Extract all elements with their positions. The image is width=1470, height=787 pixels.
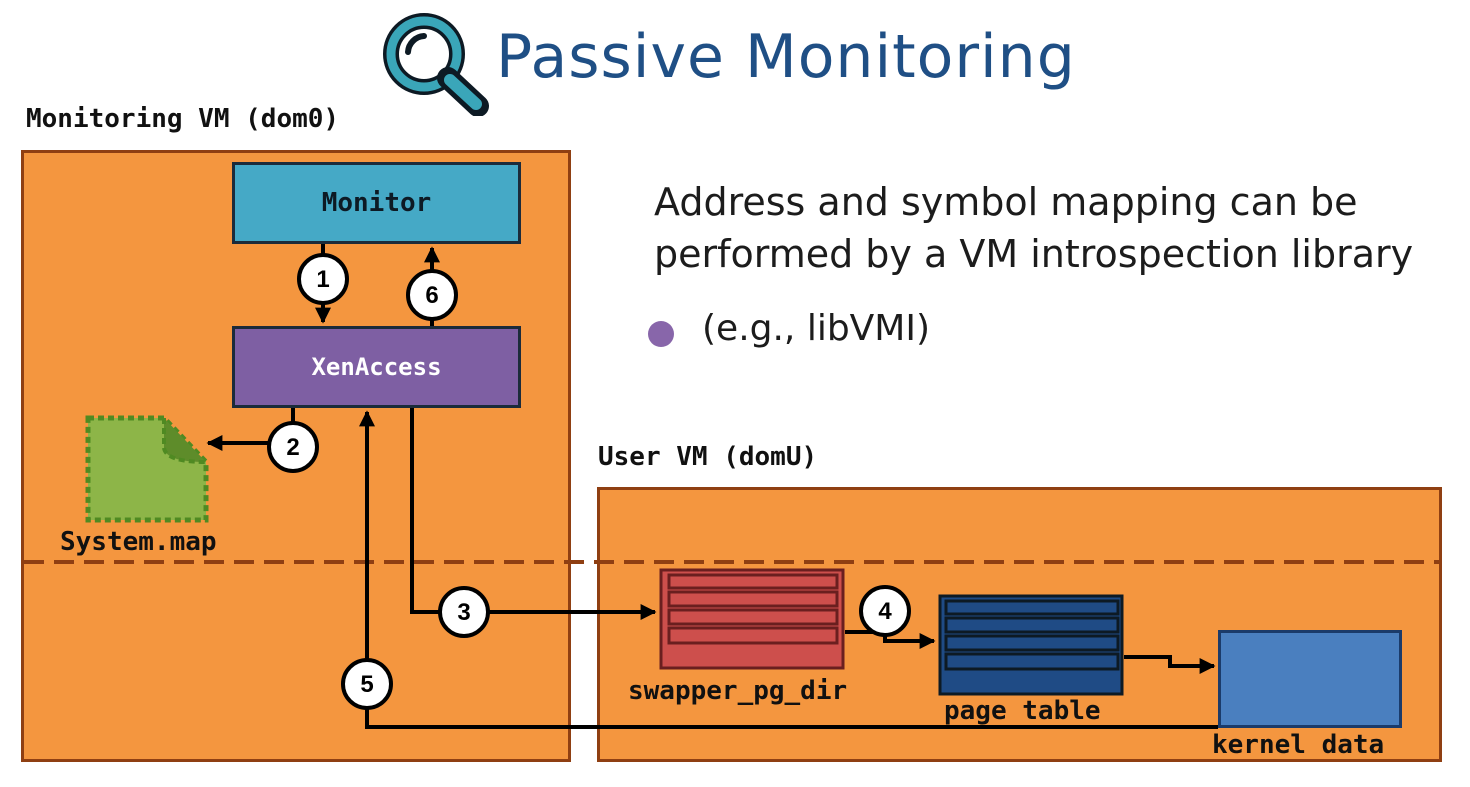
arrow-step-5 [359,410,1218,729]
description-text: Address and symbol mapping can be perfor… [654,180,1414,276]
page-title: Passive Monitoring [496,22,1076,92]
arrow-page-to-kernel [1124,655,1216,674]
step-number-2: 2 [286,434,299,461]
kernel-data-box [1218,630,1402,728]
step-marker-3: 3 [438,586,490,638]
swapper-pg-dir-label: swapper_pg_dir [628,676,848,706]
step-number-4: 4 [878,598,892,625]
monitor-box: Monitor [232,162,521,244]
magnifier-icon [383,13,489,116]
step-number-5: 5 [360,671,373,698]
arrow-step-3 [410,408,657,620]
step-marker-6: 6 [406,269,458,321]
page-table-table [938,594,1124,696]
monitoring-vm-label: Monitoring VM (dom0) [26,104,340,134]
kernel-data-label: kernel data [1212,730,1385,760]
user-vm-label: User VM (domU) [598,442,818,472]
step-number-3: 3 [457,599,470,626]
step-number-6: 6 [425,282,438,309]
step-number-1: 1 [316,266,329,293]
step-marker-2: 2 [267,421,319,473]
step-marker-4: 4 [859,585,911,637]
bullet-item: (e.g., libVMI) [702,308,931,349]
system-map-label: System.map [60,527,217,557]
step-marker-1: 1 [297,253,349,305]
xenaccess-box: XenAccess [232,326,521,408]
page-table-label: page table [944,696,1101,726]
swapper-pg-dir-table [659,568,845,670]
document-icon [85,415,209,523]
step-marker-5: 5 [341,658,393,710]
monitor-label: Monitor [321,188,432,218]
bullet-dot [648,321,674,347]
xenaccess-label: XenAccess [311,353,442,381]
